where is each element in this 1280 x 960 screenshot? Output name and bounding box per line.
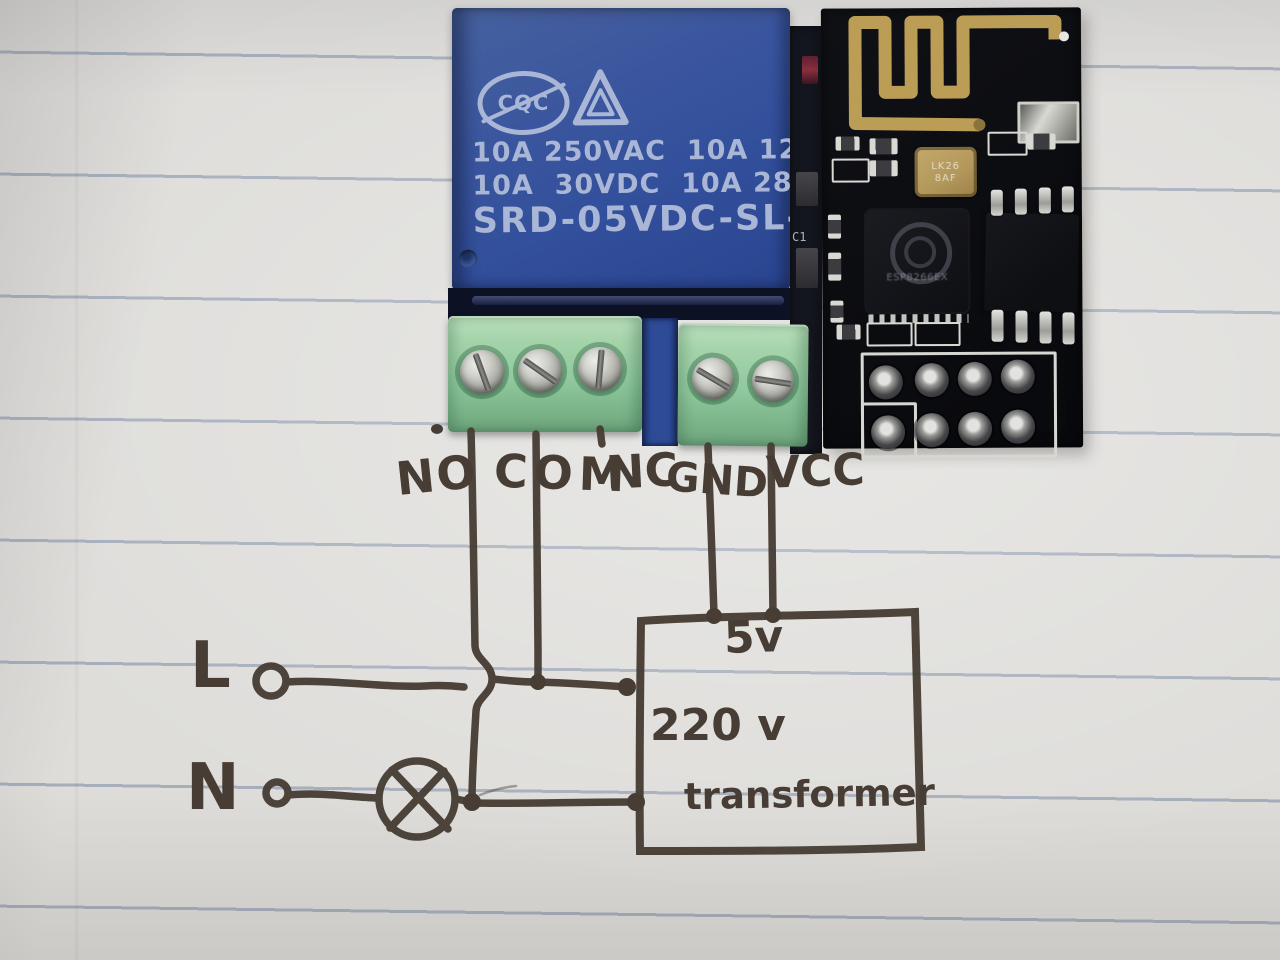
screw-no bbox=[460, 350, 504, 394]
junction-dots bbox=[431, 424, 781, 811]
screw-nc bbox=[578, 347, 622, 391]
pencil-scratch bbox=[478, 784, 518, 797]
relay-pcb-between-terminals bbox=[642, 318, 678, 446]
transformer-box bbox=[635, 607, 926, 856]
neutral-terminal-circle bbox=[262, 778, 292, 808]
no-wire bbox=[467, 427, 496, 804]
vcc-wire bbox=[767, 442, 777, 618]
label-5v: 5v bbox=[723, 610, 785, 665]
neutral-line bbox=[285, 790, 638, 808]
relay-printing: CQC 10A 250VAC 10A 125VAC 10A 30VDC 10A … bbox=[451, 6, 881, 292]
triangle-certification-icon bbox=[572, 69, 629, 126]
relay-pcb-edge bbox=[448, 288, 822, 320]
ink-blob bbox=[431, 424, 443, 434]
label-220v: 220 v bbox=[650, 700, 786, 751]
label-live: L bbox=[190, 629, 231, 703]
esp01-wifi-module: LK26 8AF ESP8266EX bbox=[820, 7, 1084, 459]
live-terminal-circle bbox=[252, 662, 290, 700]
nc-stub bbox=[596, 425, 606, 448]
terminal-block-3pin bbox=[448, 316, 642, 432]
pcb-antenna-icon bbox=[848, 14, 1062, 132]
gnd-wire bbox=[704, 442, 718, 619]
label-no: NO bbox=[393, 443, 481, 507]
screw-com bbox=[518, 349, 562, 393]
relay-pcb-slot bbox=[472, 296, 784, 305]
capacitor bbox=[796, 172, 818, 206]
silkscreen-c1: C1 bbox=[792, 230, 807, 244]
paper-crease bbox=[74, 0, 79, 960]
live-line bbox=[283, 675, 631, 691]
label-neutral: N bbox=[186, 751, 240, 825]
com-wire bbox=[532, 430, 542, 685]
label-transformer: transformer bbox=[683, 770, 936, 819]
label-gnd: GND bbox=[664, 452, 770, 508]
led-component bbox=[802, 56, 818, 84]
relay-body: CQC 10A 250VAC 10A 125VAC 10A 30VDC 10A … bbox=[451, 6, 881, 292]
label-vcc: VCC bbox=[765, 444, 866, 499]
capacitor bbox=[796, 248, 818, 288]
lamp-icon bbox=[375, 757, 459, 841]
